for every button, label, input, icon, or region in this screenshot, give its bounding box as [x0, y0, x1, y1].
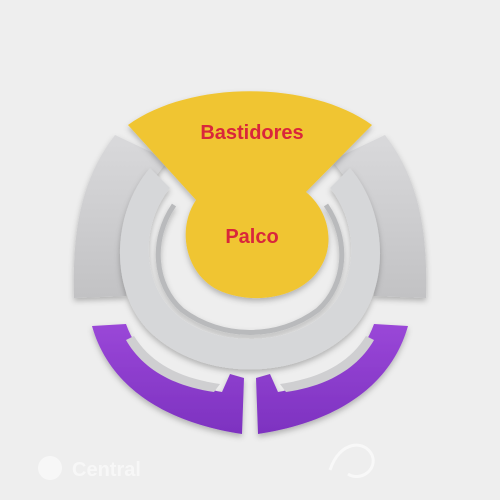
- inner-seating-divider: [155, 203, 345, 335]
- watermark-swirl-icon: [328, 443, 375, 479]
- watermark-logo-icon: [38, 456, 62, 480]
- watermark-text: Central: [72, 459, 141, 481]
- backstage-area[interactable]: [128, 91, 372, 299]
- lower-inner-block-left[interactable]: [126, 336, 220, 392]
- backstage-label: Bastidores: [200, 122, 303, 144]
- seating-section-lower-right[interactable]: [256, 324, 408, 434]
- stage-area: [128, 91, 372, 299]
- stage-label: Palco: [225, 226, 278, 248]
- seating-section-lower-left[interactable]: [92, 324, 244, 434]
- watermark: Central: [38, 443, 375, 481]
- inner-seating-horseshoe[interactable]: [119, 168, 381, 370]
- inner-seating-track: [119, 168, 381, 370]
- lower-inner-block-right[interactable]: [280, 336, 374, 392]
